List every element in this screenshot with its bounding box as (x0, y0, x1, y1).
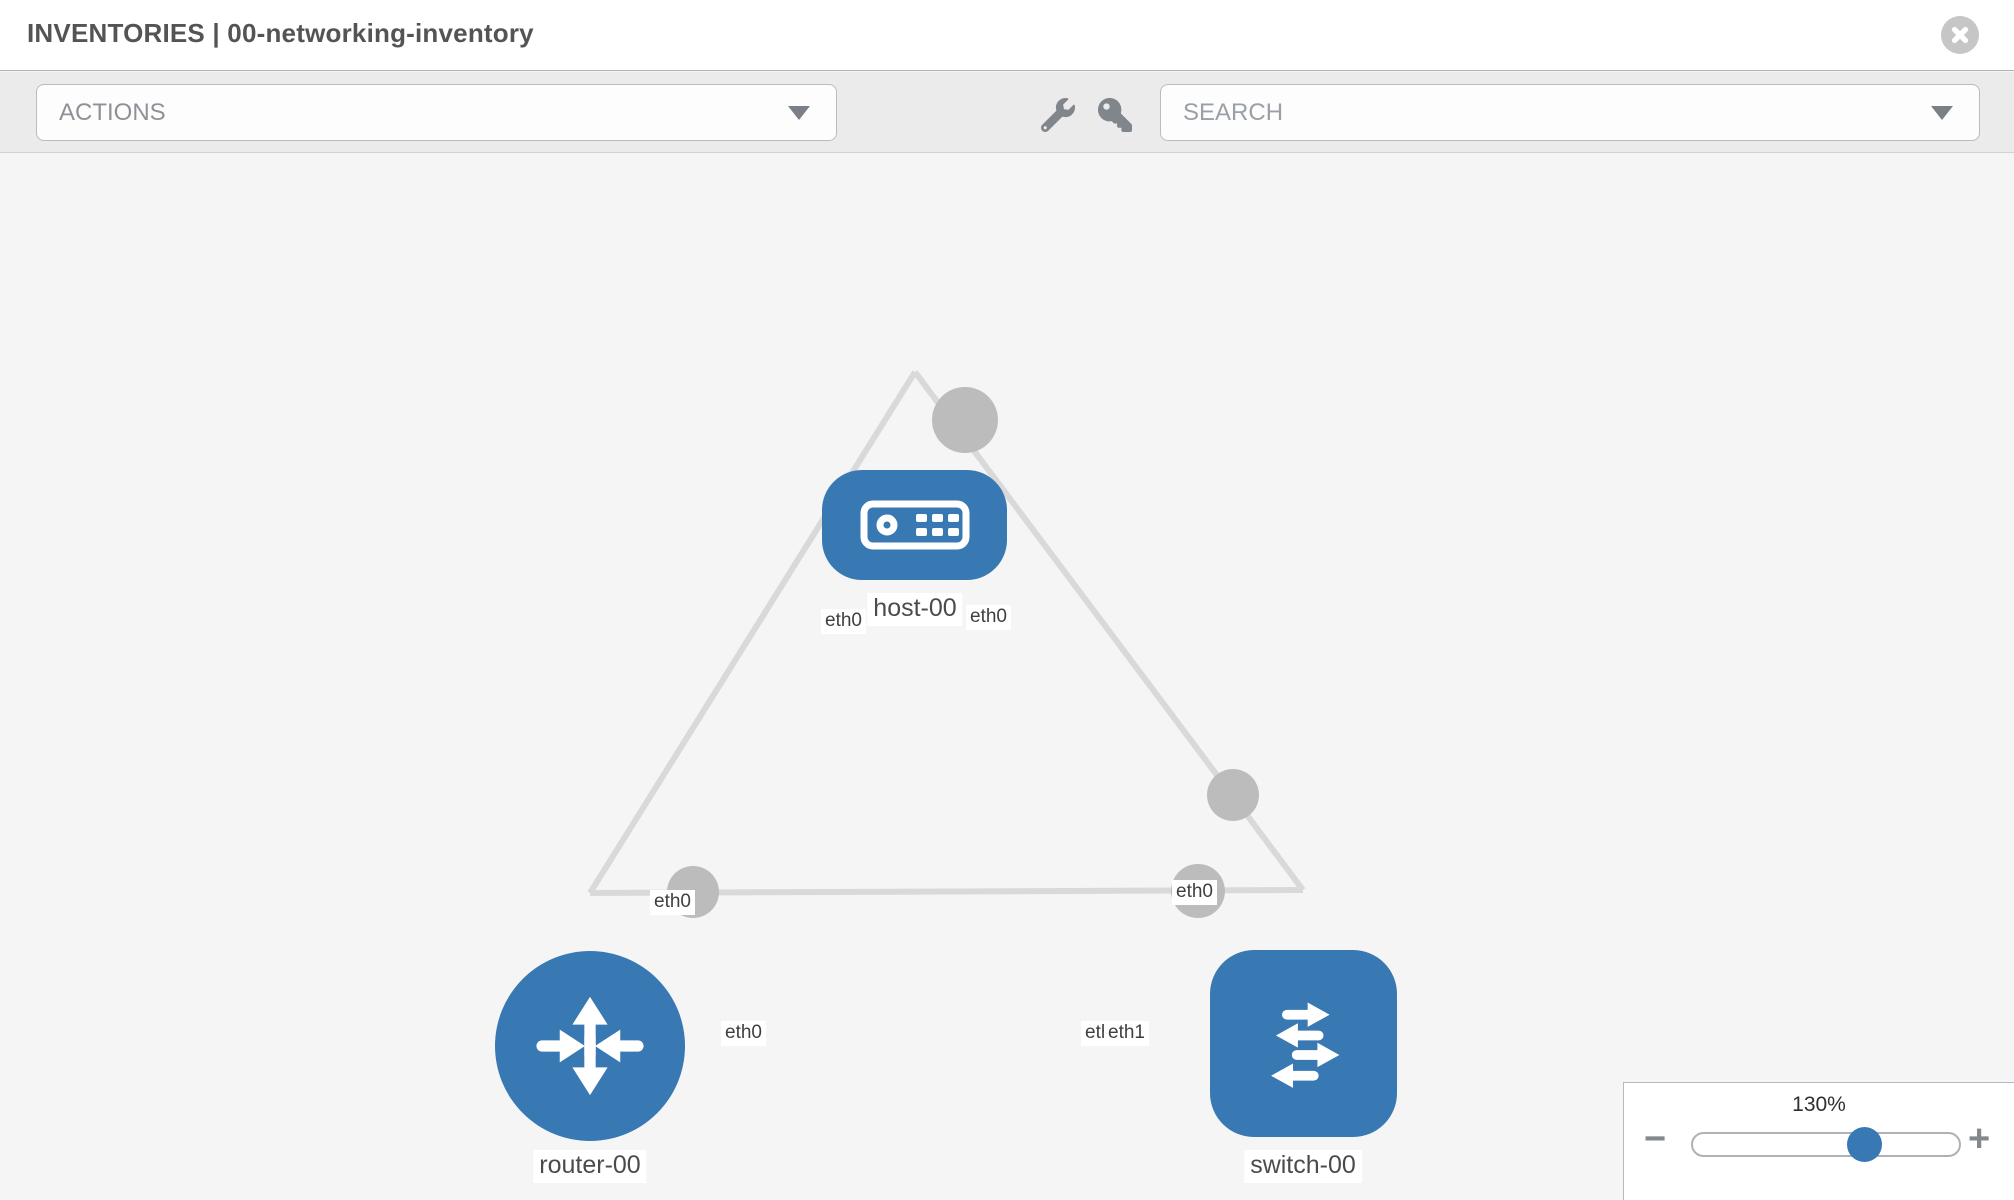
header: INVENTORIES | 00-networking-inventory (0, 0, 2014, 71)
tools-button[interactable] (1041, 98, 1075, 132)
switch-icon (1270, 1002, 1339, 1088)
topology-canvas[interactable]: host-00 router-00 switch-00 eth0 eth0 et… (0, 153, 2014, 1200)
actions-dropdown-label: ACTIONS (59, 98, 166, 126)
topology-links (587, 370, 1306, 918)
zoom-slider-thumb[interactable] (1847, 1127, 1882, 1162)
node-host-00[interactable] (822, 470, 1007, 580)
chevron-down-icon (1931, 105, 1953, 120)
toolbar: ACTIONS (0, 72, 2014, 153)
search-input[interactable] (1161, 97, 1931, 128)
zoom-level: 130% (1792, 1093, 1846, 1116)
interface-label: eth0 (1172, 880, 1217, 905)
host-icon (860, 500, 969, 550)
zoom-in-button[interactable]: + (1968, 1118, 1991, 1160)
interface-label: eth1 (1104, 1021, 1149, 1046)
router-icon (536, 996, 644, 1096)
interface-connector (932, 387, 998, 453)
chevron-down-icon (788, 105, 810, 120)
zoom-panel: 130% − + (1623, 1082, 2014, 1200)
node-label-host: host-00 (867, 593, 963, 626)
search-dropdown[interactable] (1160, 84, 1980, 141)
page-title: INVENTORIES | 00-networking-inventory (27, 18, 534, 48)
key-button[interactable] (1098, 98, 1132, 132)
node-switch-00[interactable] (1210, 950, 1397, 1137)
interface-label: eth0 (966, 605, 1011, 630)
key-icon (1098, 98, 1132, 132)
zoom-out-button[interactable]: − (1644, 1118, 1667, 1160)
actions-dropdown[interactable]: ACTIONS (36, 84, 837, 141)
interface-label: eth0 (650, 890, 695, 915)
node-label-router: router-00 (533, 1150, 647, 1183)
node-router-00[interactable] (495, 951, 685, 1141)
wrench-icon (1041, 98, 1075, 132)
close-button[interactable] (1941, 16, 1979, 54)
close-icon (1951, 26, 1969, 44)
interface-label: eth0 (821, 609, 866, 634)
interface-connector (1207, 769, 1259, 821)
interface-label: eth0 (721, 1021, 766, 1046)
zoom-slider[interactable] (1691, 1132, 1961, 1157)
node-label-switch: switch-00 (1244, 1150, 1362, 1183)
